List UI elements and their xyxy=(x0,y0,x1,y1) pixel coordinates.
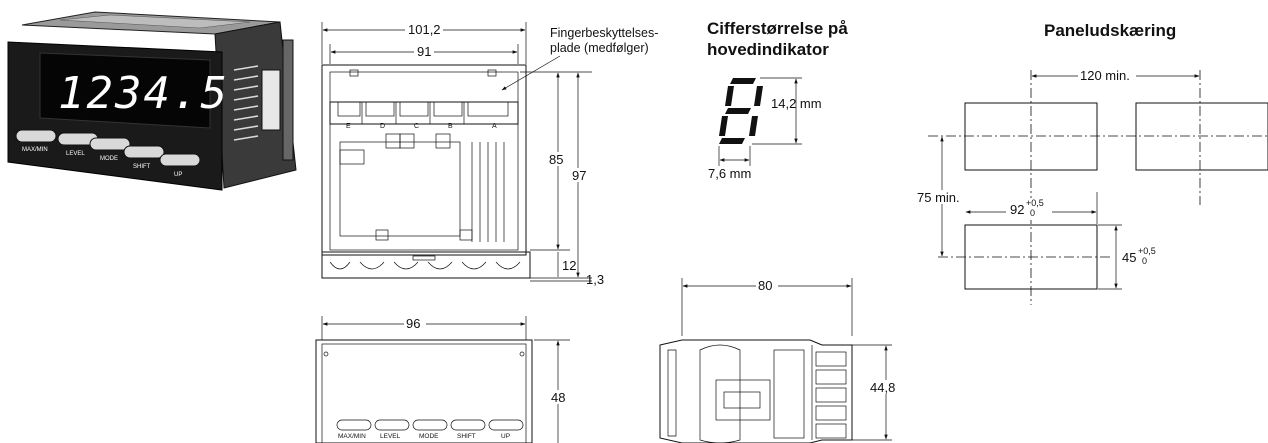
cutout-height-tol-lower: 0 xyxy=(1142,256,1147,266)
dim-height-outer: 97 xyxy=(572,168,586,183)
cutout-height-base: 45 xyxy=(1122,250,1136,265)
cutout-height-tol-upper: +0,5 xyxy=(1138,246,1156,256)
cutout-rect-top-right xyxy=(1135,102,1268,171)
bottom-btn-shift: SHIFT xyxy=(457,433,476,440)
side-depth: 80 xyxy=(758,278,772,293)
terminal-label-d: D xyxy=(380,123,385,130)
bottom-height: 48 xyxy=(551,390,565,405)
terminal-label-b: B xyxy=(448,123,453,130)
photo-btn-up: UP xyxy=(174,172,182,178)
terminal-guard-plate xyxy=(329,69,519,125)
photo-btn-level: LEVEL xyxy=(66,151,85,157)
terminal-label-a: A xyxy=(492,123,497,130)
bottom-front-view: 96 MAX/MIN LEVEL MODE SHIFT UP 48 xyxy=(315,316,570,443)
dim-depth-lower: 12 xyxy=(562,258,576,273)
bottom-buttons: MAX/MIN LEVEL MODE SHIFT UP xyxy=(336,419,524,440)
panel-cutout-title: Paneludskæring xyxy=(1044,21,1176,40)
bottom-btn-level: LEVEL xyxy=(380,433,401,440)
photo-display-value: 1234.5 xyxy=(58,68,229,119)
photo-btn-shift: SHIFT xyxy=(133,164,151,170)
product-photo: 1234.5 MAX/MIN LEVEL MODE SHIFT UP xyxy=(7,11,297,191)
photo-buttons: MAX/MIN LEVEL MODE SHIFT UP xyxy=(15,129,201,178)
side-terminals xyxy=(815,351,847,439)
terminal-label-e: E xyxy=(346,123,351,130)
dim-offset: 1,3 xyxy=(586,272,604,287)
terminal-label-c: C xyxy=(414,123,419,130)
digit-eight-glyph xyxy=(719,78,763,144)
cutout-width-base: 92 xyxy=(1010,202,1024,217)
digit-size-title-line2: hovedindikator xyxy=(707,40,829,59)
digit-size-title-line1: Cifferstørrelse på xyxy=(707,19,848,38)
finger-guard-note-line1: Fingerbeskyttelses- xyxy=(550,26,658,40)
cutout-width-tol-upper: +0,5 xyxy=(1026,198,1044,208)
dim-inner-width: 91 xyxy=(417,44,431,59)
bottom-btn-up: UP xyxy=(501,433,510,440)
front-terminal-view: E D C B A 101,2 91 xyxy=(321,22,658,287)
heat-fins xyxy=(233,65,259,141)
cutout-spacing-horizontal: 120 min. xyxy=(1080,68,1130,83)
side-height: 44,8 xyxy=(870,380,895,395)
bottom-btn-max-min: MAX/MIN xyxy=(338,433,366,440)
cutout-width-tol-lower: 0 xyxy=(1030,208,1035,218)
dim-height-inner: 85 xyxy=(549,152,563,167)
finger-guard-note-line2: plade (medfølger) xyxy=(550,41,649,55)
side-view: 80 44,8 xyxy=(659,278,904,443)
cutout-spacing-vertical: 75 min. xyxy=(917,190,960,205)
digit-width: 7,6 mm xyxy=(708,166,751,181)
panel-cutout-block: Paneludskæring 120 min. 75 min. 92 +0,5 … xyxy=(915,21,1268,305)
photo-btn-max-min: MAX/MIN xyxy=(22,147,48,153)
dim-outer-width: 101,2 xyxy=(408,22,441,37)
digit-size-block: Cifferstørrelse på hovedindikator 14,2 m… xyxy=(707,19,848,181)
photo-btn-mode: MODE xyxy=(100,156,118,162)
digit-height: 14,2 mm xyxy=(771,96,822,111)
bottom-width: 96 xyxy=(406,316,420,331)
bottom-btn-mode: MODE xyxy=(419,433,439,440)
